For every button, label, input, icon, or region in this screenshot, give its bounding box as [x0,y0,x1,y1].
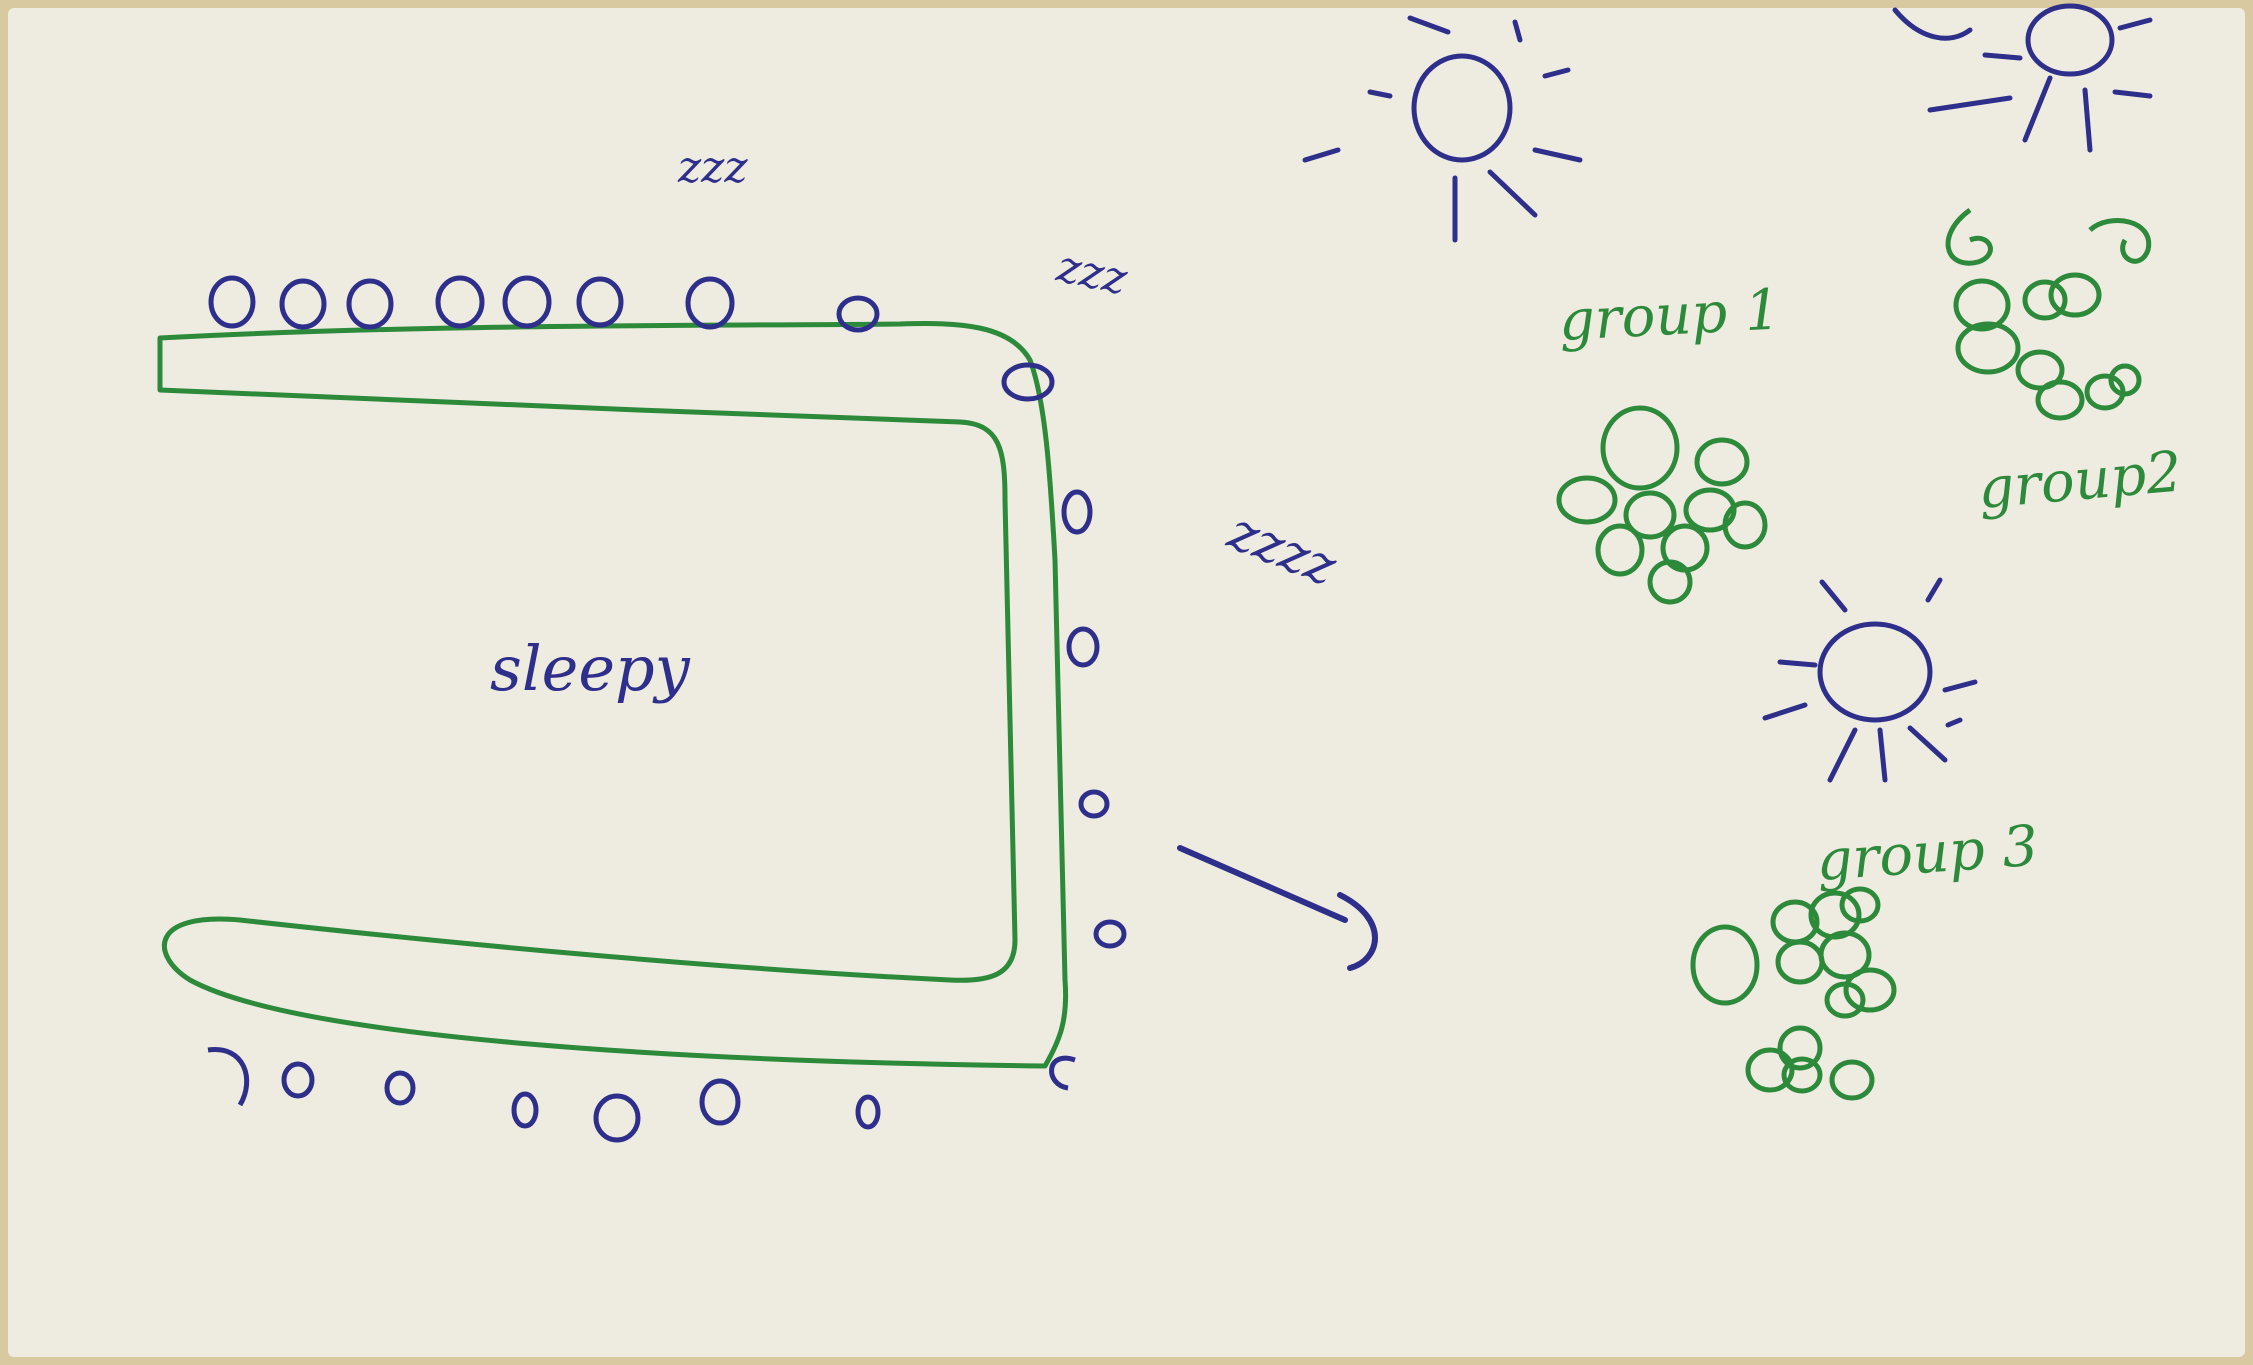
person-marker [1078,789,1110,819]
sleepy-label: sleepy [490,632,691,705]
person-marker [699,1078,741,1126]
people-right-column [1049,489,1127,1091]
people-bottom-row [207,1047,881,1143]
person-marker [208,275,256,329]
people-top-row [208,275,1055,402]
person-marker [855,1094,881,1130]
person-marker [502,275,552,329]
person-marker [1049,1055,1076,1091]
paper-background [8,8,2245,1357]
person-marker [685,276,735,330]
person-marker [281,1061,315,1099]
person-marker [435,275,485,329]
group3-cluster [1690,886,1897,1101]
zzz-top-label: zzz [677,142,748,193]
person-marker [279,278,327,330]
person-marker [384,1070,416,1106]
bed-outline [157,321,1069,1069]
person-marker [207,1047,250,1107]
group3-label: group 3 [1814,814,2040,894]
arrow-icon [1177,845,1378,971]
person-marker [1001,362,1055,402]
sun-icon [1762,577,1978,783]
person-marker [1061,489,1093,535]
sun-icon [1892,3,2153,153]
person-marker [593,1093,641,1143]
person-marker [836,295,880,333]
person-marker [1093,919,1127,949]
person-marker [511,1091,539,1129]
sun-icon [1302,15,1583,243]
person-marker [576,276,624,328]
person-marker [346,278,394,330]
group2-cluster [1945,207,2152,421]
group1-label: group 1 [1557,277,1782,354]
group1-cluster [1556,405,1768,605]
person-marker [1066,626,1100,668]
